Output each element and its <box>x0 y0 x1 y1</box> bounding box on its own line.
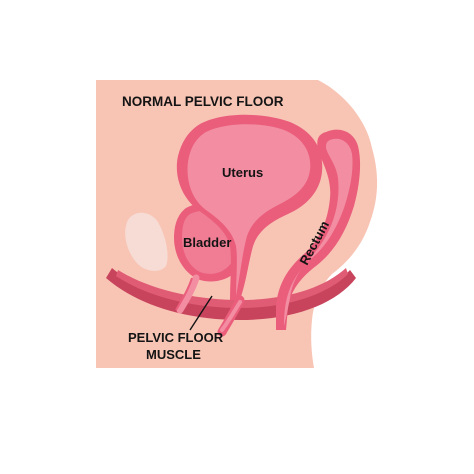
rectum-inner <box>284 138 353 326</box>
uterus-inner <box>187 124 311 296</box>
urethra <box>176 274 200 314</box>
label-bladder: Bladder <box>183 235 231 250</box>
pubic-bone <box>125 212 168 271</box>
label-pelvic-floor: PELVIC FLOOR <box>128 330 224 345</box>
muscle-pointer-line <box>189 295 213 331</box>
pelvic-floor-muscle <box>106 268 356 320</box>
vaginal-canal-inner <box>220 300 242 332</box>
label-muscle: MUSCLE <box>146 347 201 362</box>
label-uterus: Uterus <box>222 165 263 180</box>
diagram-title: NORMAL PELVIC FLOOR <box>122 94 284 109</box>
urethra-outline <box>175 277 193 311</box>
